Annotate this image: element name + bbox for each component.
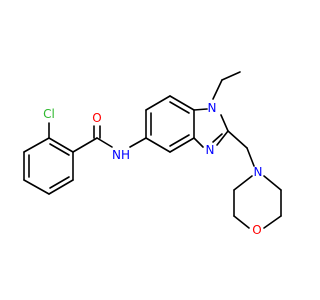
morpholine-nitrogen-label: N <box>254 165 263 179</box>
ring-bond <box>169 137 195 153</box>
ring-bond <box>263 175 282 191</box>
ring-bond <box>233 215 250 229</box>
ring-bond <box>23 137 50 153</box>
ring-bond <box>220 114 229 132</box>
morpholine-oxygen-label: O <box>252 223 261 237</box>
ring-bond-inner <box>49 176 70 189</box>
ring-bond-inner <box>212 133 223 143</box>
chlorine-label: Cl <box>43 107 55 121</box>
ring-bond <box>23 179 50 195</box>
benzimidazole-benzene-ring <box>145 95 195 153</box>
ring-bond <box>263 215 282 229</box>
ring-bond <box>48 179 74 195</box>
carbonyl-oxygen-label: O <box>92 111 101 125</box>
ring-bond <box>193 137 204 148</box>
ring-bond <box>48 137 74 153</box>
ring-bond <box>145 95 171 111</box>
imidazole-nitrogen-label: N <box>206 143 215 157</box>
molecule-canvas: Cl O NH N N N O <box>0 0 300 300</box>
ethyl-bond-1 <box>212 79 223 100</box>
ring-bond <box>216 130 229 146</box>
background <box>0 0 300 300</box>
methylene-bond-1 <box>227 130 248 149</box>
ethyl-bond-2 <box>221 71 241 81</box>
ethyl-nitrogen-label: N <box>208 101 217 115</box>
methylene-bond-2 <box>246 147 255 167</box>
aryl-carbonyl-bond <box>72 137 98 153</box>
ring-bond <box>145 137 171 153</box>
ring-bond-inner <box>169 101 190 114</box>
morpholine-ring <box>233 175 282 229</box>
amide-bond <box>96 137 113 148</box>
ring-bond-inner <box>169 134 190 147</box>
molecule-structure: Cl O NH N N N O <box>0 0 300 300</box>
ring-bond <box>169 95 195 111</box>
ring-bond-inner <box>49 143 70 156</box>
chlorophenyl-ring <box>23 137 74 195</box>
ring-bond <box>233 175 253 191</box>
ring-bond <box>193 108 208 111</box>
amide-nh-label: NH <box>112 148 130 162</box>
nh-aryl-bond <box>129 137 147 148</box>
imidazole-ring <box>193 108 229 148</box>
